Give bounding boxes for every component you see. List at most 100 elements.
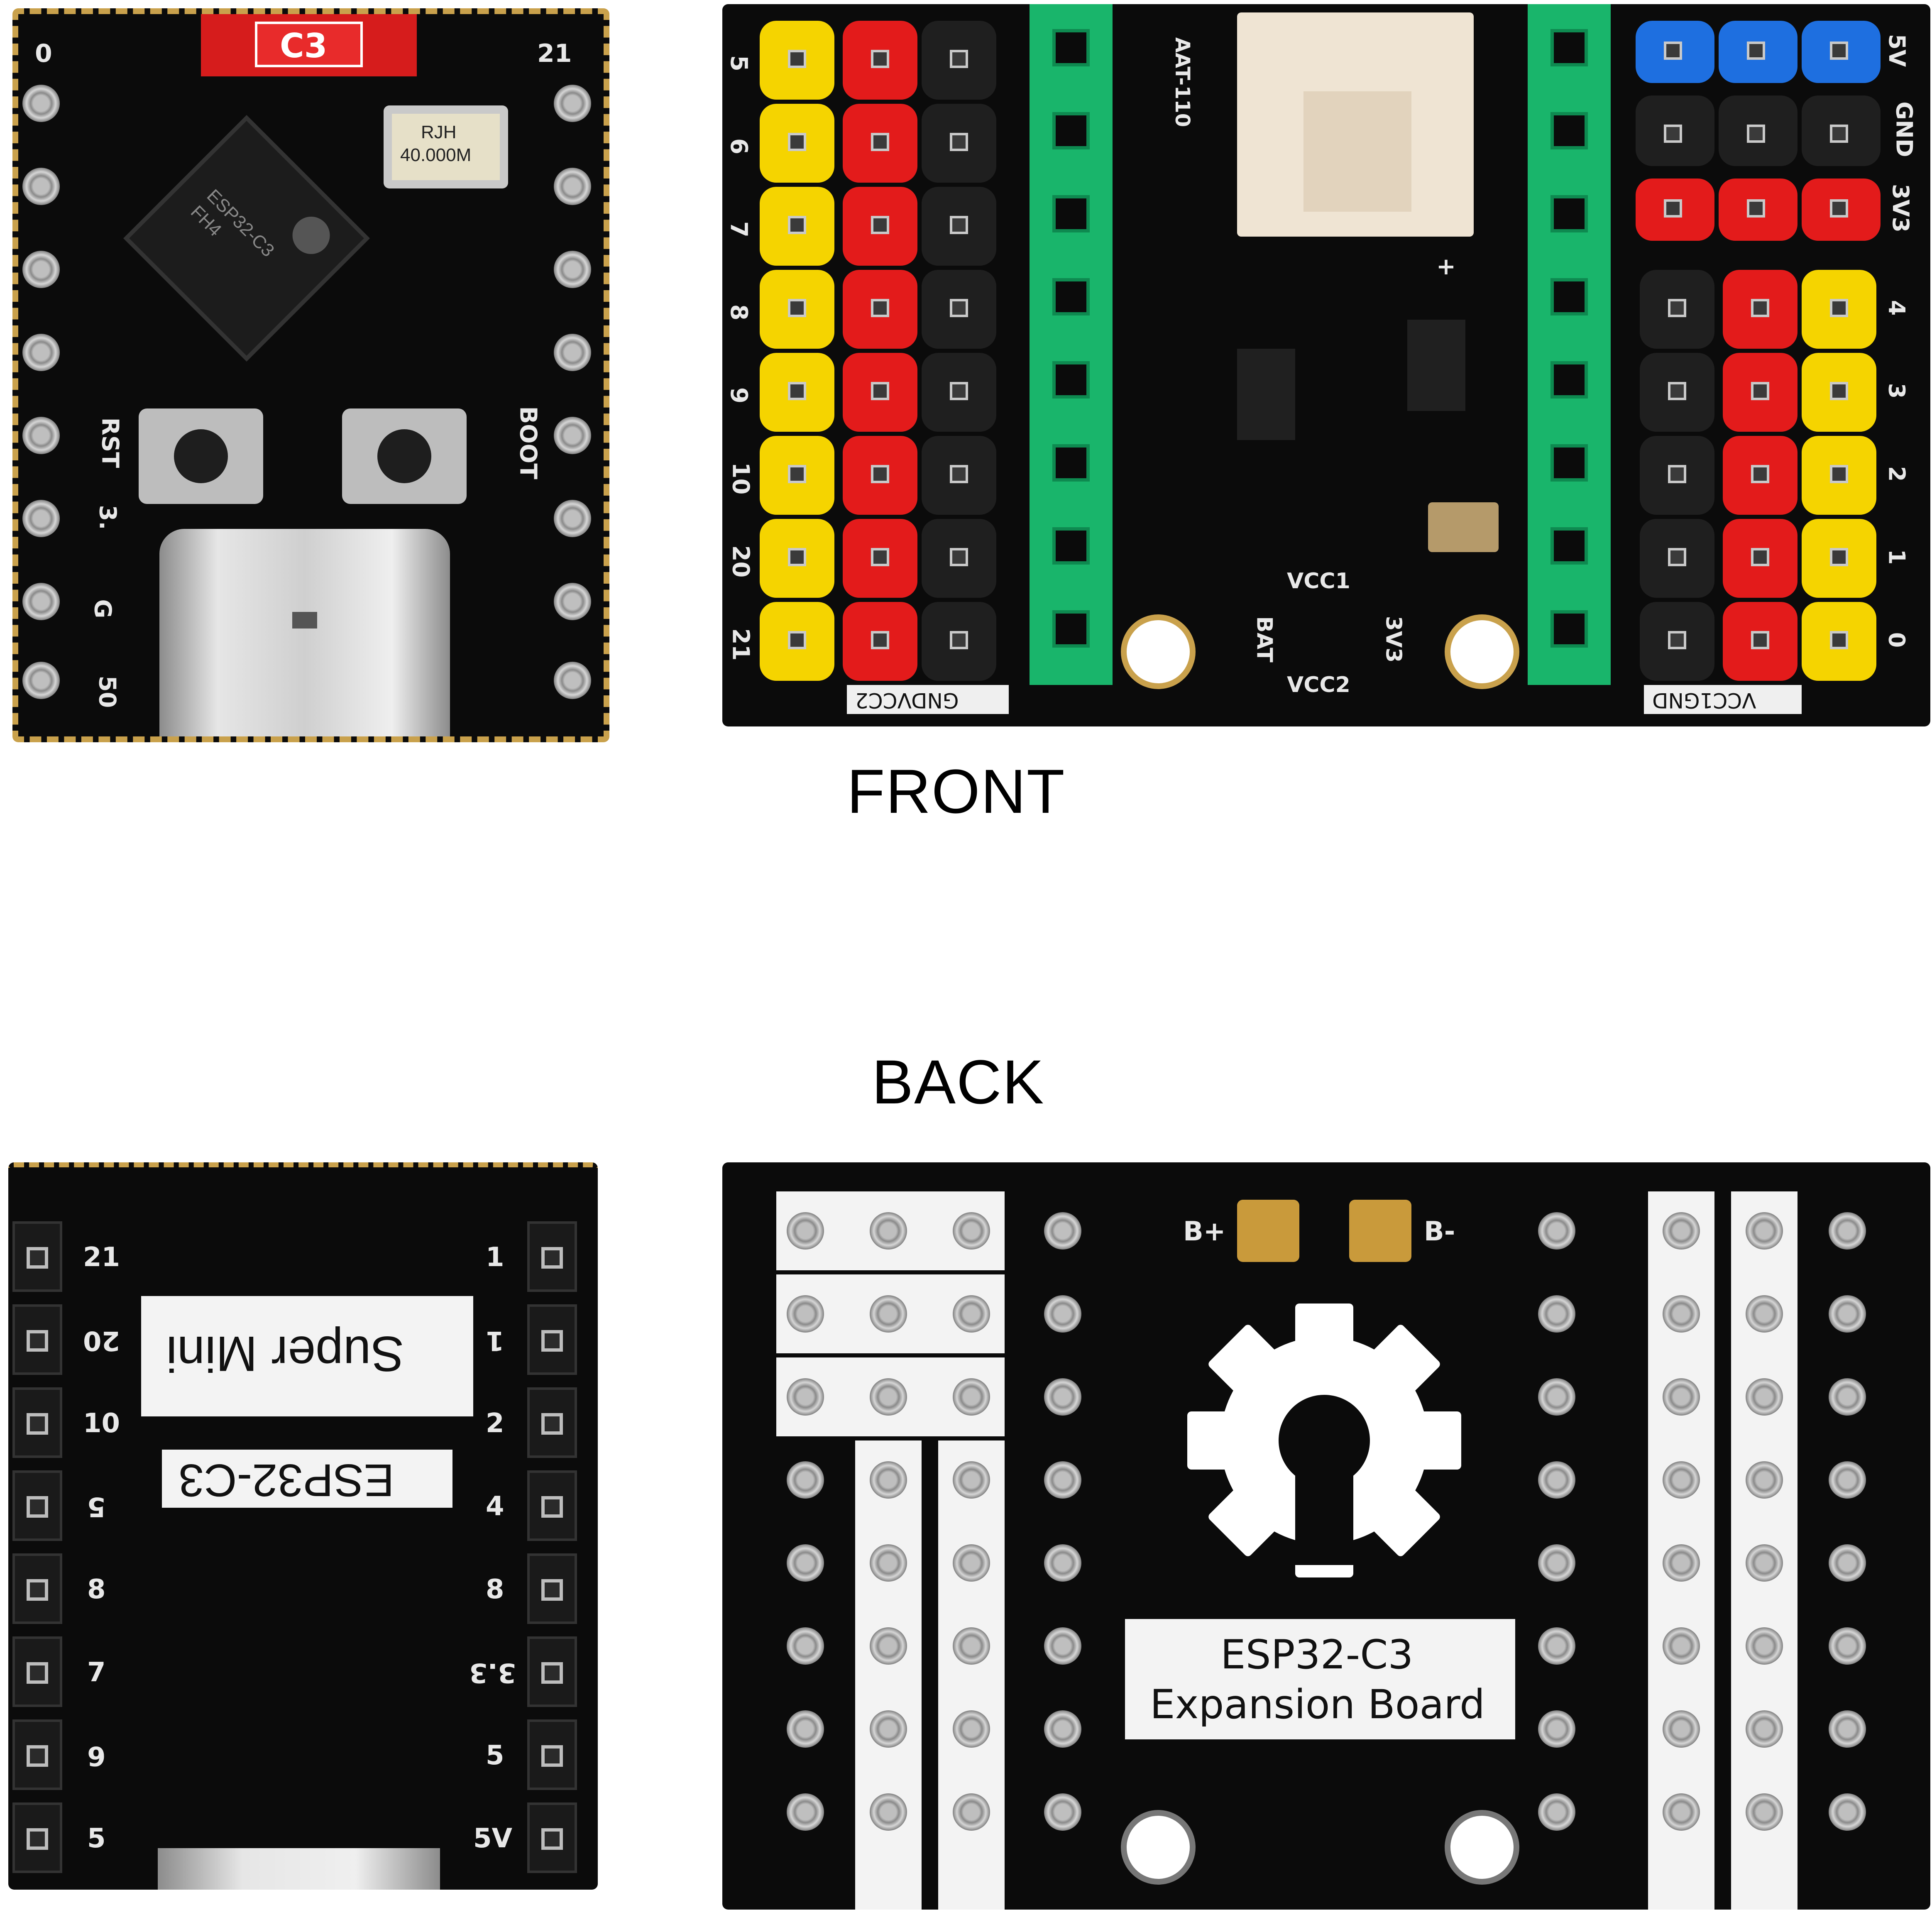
black-pin [922, 602, 996, 681]
gndvcc2-label-box: GNDVCC2 [847, 685, 1009, 714]
pad [1829, 1461, 1866, 1499]
pad [1829, 1544, 1866, 1582]
blue-pin [1802, 21, 1881, 83]
pad [1538, 1212, 1575, 1250]
battery-plus-pad[interactable] [1237, 1200, 1299, 1262]
pad [1663, 1627, 1700, 1665]
g-label: G [89, 599, 116, 619]
green-female-header-right [1528, 4, 1611, 685]
back-right-number: 5 [486, 1740, 504, 1771]
pad [1044, 1793, 1081, 1831]
boot-button[interactable] [342, 408, 467, 504]
red-pin [843, 104, 917, 183]
black-pin [922, 104, 996, 183]
pad [1663, 1378, 1700, 1416]
yellow-pin [1802, 436, 1876, 515]
right-pin-label: 5V [1884, 34, 1910, 67]
back-right-number: 1 [486, 1325, 504, 1356]
red-pin [843, 353, 917, 432]
header-pin [527, 1719, 577, 1790]
pad [1044, 1212, 1081, 1250]
header-pin [527, 1802, 577, 1873]
pad [1746, 1627, 1783, 1665]
left-pin-number: 20 [727, 545, 754, 578]
header-pin [527, 1470, 577, 1541]
pad [1044, 1378, 1081, 1416]
header-pin [12, 1221, 62, 1292]
super-mini-label-box: Super Mini [141, 1296, 473, 1416]
pad [870, 1212, 907, 1250]
pad [1044, 1461, 1081, 1499]
pad [1829, 1212, 1866, 1250]
header-pin [12, 1802, 62, 1873]
black-pin [1640, 436, 1714, 515]
pad [1663, 1544, 1700, 1582]
pad [953, 1212, 990, 1250]
left-pin-number: 5 [725, 55, 752, 71]
header-pin [527, 1387, 577, 1458]
black-pin [922, 353, 996, 432]
front-super-mini-board: C3 0 21 RST BOOT G 3. 50 RJH 40.000M ESP… [12, 8, 609, 742]
pad [870, 1461, 907, 1499]
yellow-pin [1802, 519, 1876, 598]
pin-label-21: 21 [537, 39, 572, 68]
num-50-label: 50 [93, 675, 121, 708]
usb-c-port[interactable] [159, 529, 450, 736]
pad [1829, 1710, 1866, 1748]
b-minus-label: B- [1424, 1216, 1455, 1247]
black-pin [1640, 353, 1714, 432]
pad [1746, 1461, 1783, 1499]
pad-group-box [855, 1440, 922, 1910]
pad [953, 1295, 990, 1333]
pad [22, 168, 60, 205]
back-left-number: 6 [87, 1740, 106, 1771]
pad [554, 251, 591, 288]
red-pin [1802, 179, 1881, 241]
right-pin-label: 4 [1883, 300, 1910, 316]
yellow-pin [1802, 602, 1876, 681]
expansion-label-line1: ESP32-C3 [1220, 1631, 1414, 1678]
header-pin [12, 1470, 62, 1541]
back-right-number: 5V [473, 1823, 513, 1854]
pad [870, 1793, 907, 1831]
pad [1829, 1295, 1866, 1333]
pad [1538, 1710, 1575, 1748]
pad [554, 85, 591, 122]
pad [554, 334, 591, 371]
back-left-number: 21 [83, 1242, 120, 1273]
left-pin-number: 7 [725, 221, 752, 237]
pad [953, 1627, 990, 1665]
yellow-pin [760, 519, 834, 598]
black-pin [922, 187, 996, 266]
pad [953, 1378, 990, 1416]
header-pin [12, 1636, 62, 1707]
pad [1538, 1461, 1575, 1499]
back-left-number: 20 [83, 1325, 120, 1356]
rst-button[interactable] [139, 408, 263, 504]
battery-minus-pad[interactable] [1349, 1200, 1411, 1262]
c3-badge-text: C3 [280, 27, 328, 65]
back-right-number: 3.3 [469, 1657, 516, 1688]
left-pin-number: 9 [725, 387, 752, 404]
red-pin [843, 270, 917, 349]
mounting-hole [1445, 614, 1519, 689]
esp32-c3-label-box: ESP32-C3 [162, 1450, 452, 1508]
num-3-label: 3. [94, 505, 121, 530]
green-female-header-left [1030, 4, 1113, 685]
pad [1538, 1627, 1575, 1665]
pad [1829, 1627, 1866, 1665]
usb-c-port-back [158, 1848, 440, 1890]
esp32-c3-chip: ESP32-C3 FH4 [123, 115, 370, 362]
left-pin-number: 21 [727, 628, 754, 661]
header-pin [12, 1304, 62, 1375]
regulator-chip [1237, 349, 1295, 440]
pad [554, 500, 591, 537]
red-pin [843, 436, 917, 515]
battery-connector[interactable] [1237, 12, 1474, 237]
vcc2-label: VCC2 [1287, 673, 1350, 697]
yellow-pin [760, 353, 834, 432]
header-pin [12, 1387, 62, 1458]
pad [554, 168, 591, 205]
pad [870, 1627, 907, 1665]
back-left-number: 5 [87, 1823, 106, 1854]
